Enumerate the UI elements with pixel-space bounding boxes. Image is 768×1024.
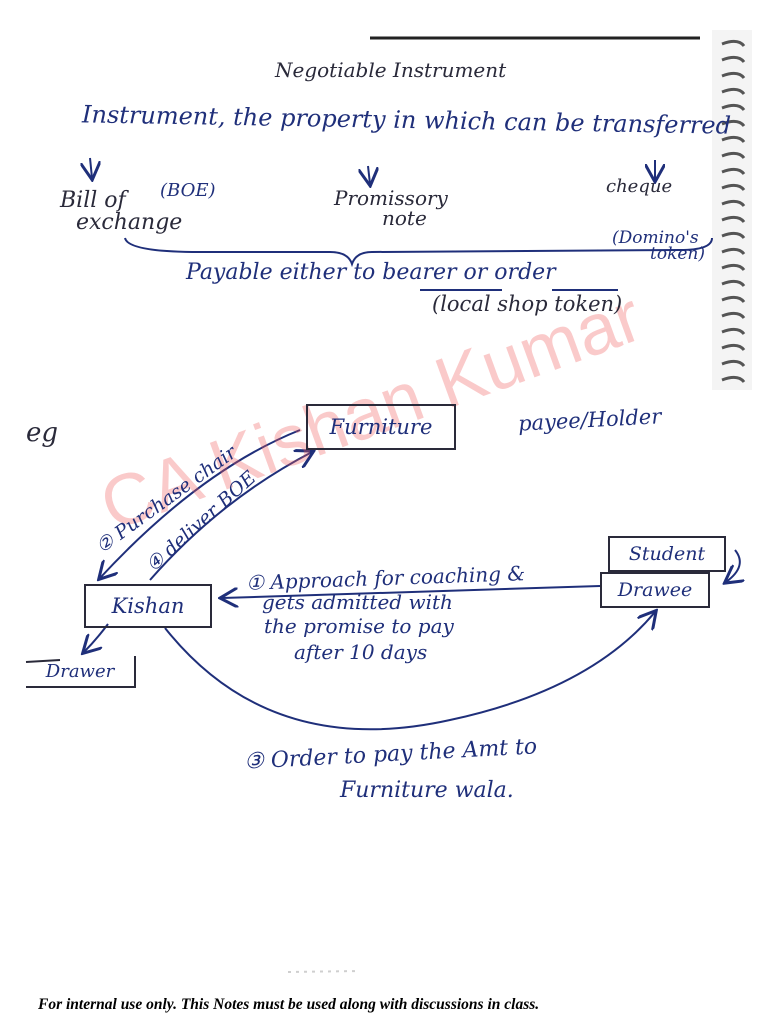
spiral-coil: [721, 87, 746, 96]
spiral-coil: [721, 263, 746, 272]
spiral-coil: [721, 215, 746, 224]
arrow-order-to-pay: [164, 612, 655, 731]
page-title: Negotiable Instrument: [275, 58, 507, 82]
spiral-coil: [721, 343, 746, 352]
boe-line1: Bill of: [60, 188, 126, 213]
group-brace: [124, 237, 713, 268]
spiral-coil: [721, 199, 746, 208]
arrow-approach: [222, 585, 601, 598]
spiral-coil: [721, 103, 746, 112]
arrow-student-drawee: [726, 549, 740, 582]
step3-line2: Furniture wala.: [340, 778, 514, 803]
spiral-coil: [721, 327, 746, 336]
kishan-label: Kishan: [111, 594, 185, 618]
arrow-purchase-chair: [100, 429, 301, 578]
student-label: Student: [628, 543, 706, 565]
promissory-line1: Promissory: [334, 186, 448, 210]
arrow-to-boe: [90, 157, 92, 178]
spiral-coil: [721, 295, 746, 304]
drawer-label: Drawer: [45, 660, 115, 682]
spiral-coil: [721, 311, 746, 320]
furniture-label: Furniture: [329, 415, 433, 439]
spiral-coil: [721, 39, 746, 48]
boe-abbr: (BOE): [160, 180, 216, 201]
spiral-coil: [721, 135, 746, 144]
step1-line4: after 10 days: [294, 640, 428, 664]
boe-line2: exchange: [76, 210, 183, 235]
cheque-label: cheque: [606, 176, 673, 197]
spiral-coil: [721, 183, 746, 192]
furniture-box: Furniture: [306, 404, 456, 450]
kishan-box: Kishan: [84, 584, 212, 628]
student-box: Student: [608, 536, 726, 572]
spiral-coil: [721, 119, 746, 128]
spiral-coil: [721, 247, 746, 256]
spiral-coil: [721, 231, 746, 240]
spiral-coil: [721, 55, 746, 64]
spiral-coil: [721, 167, 746, 176]
arrow-deliver-boe: [149, 452, 312, 581]
step1-line3: the promise to pay: [264, 614, 454, 638]
dominos-line2: token): [650, 244, 706, 264]
spiral-coil: [721, 359, 746, 368]
drawee-label: Drawee: [617, 579, 693, 601]
payable-text: Payable either to bearer or order: [186, 260, 556, 285]
arrow-to-promissory: [368, 165, 370, 184]
dominos-line1: (Domino's: [612, 228, 699, 248]
spiral-coil: [721, 279, 746, 288]
arrow-drawer: [84, 623, 109, 652]
drawer-box: Drawer: [26, 656, 136, 688]
spiral-coil: [721, 151, 746, 160]
step1-line2: gets admitted with: [262, 590, 453, 614]
spiral-coil: [721, 375, 746, 384]
eg-label: eg: [26, 418, 59, 448]
drawee-box: Drawee: [600, 572, 710, 608]
promissory-line2: note: [382, 206, 427, 230]
footer-note: For internal use only. This Notes must b…: [38, 996, 540, 1013]
local-shop-token: (local shop token): [432, 292, 623, 316]
spiral-coil: [721, 71, 746, 80]
